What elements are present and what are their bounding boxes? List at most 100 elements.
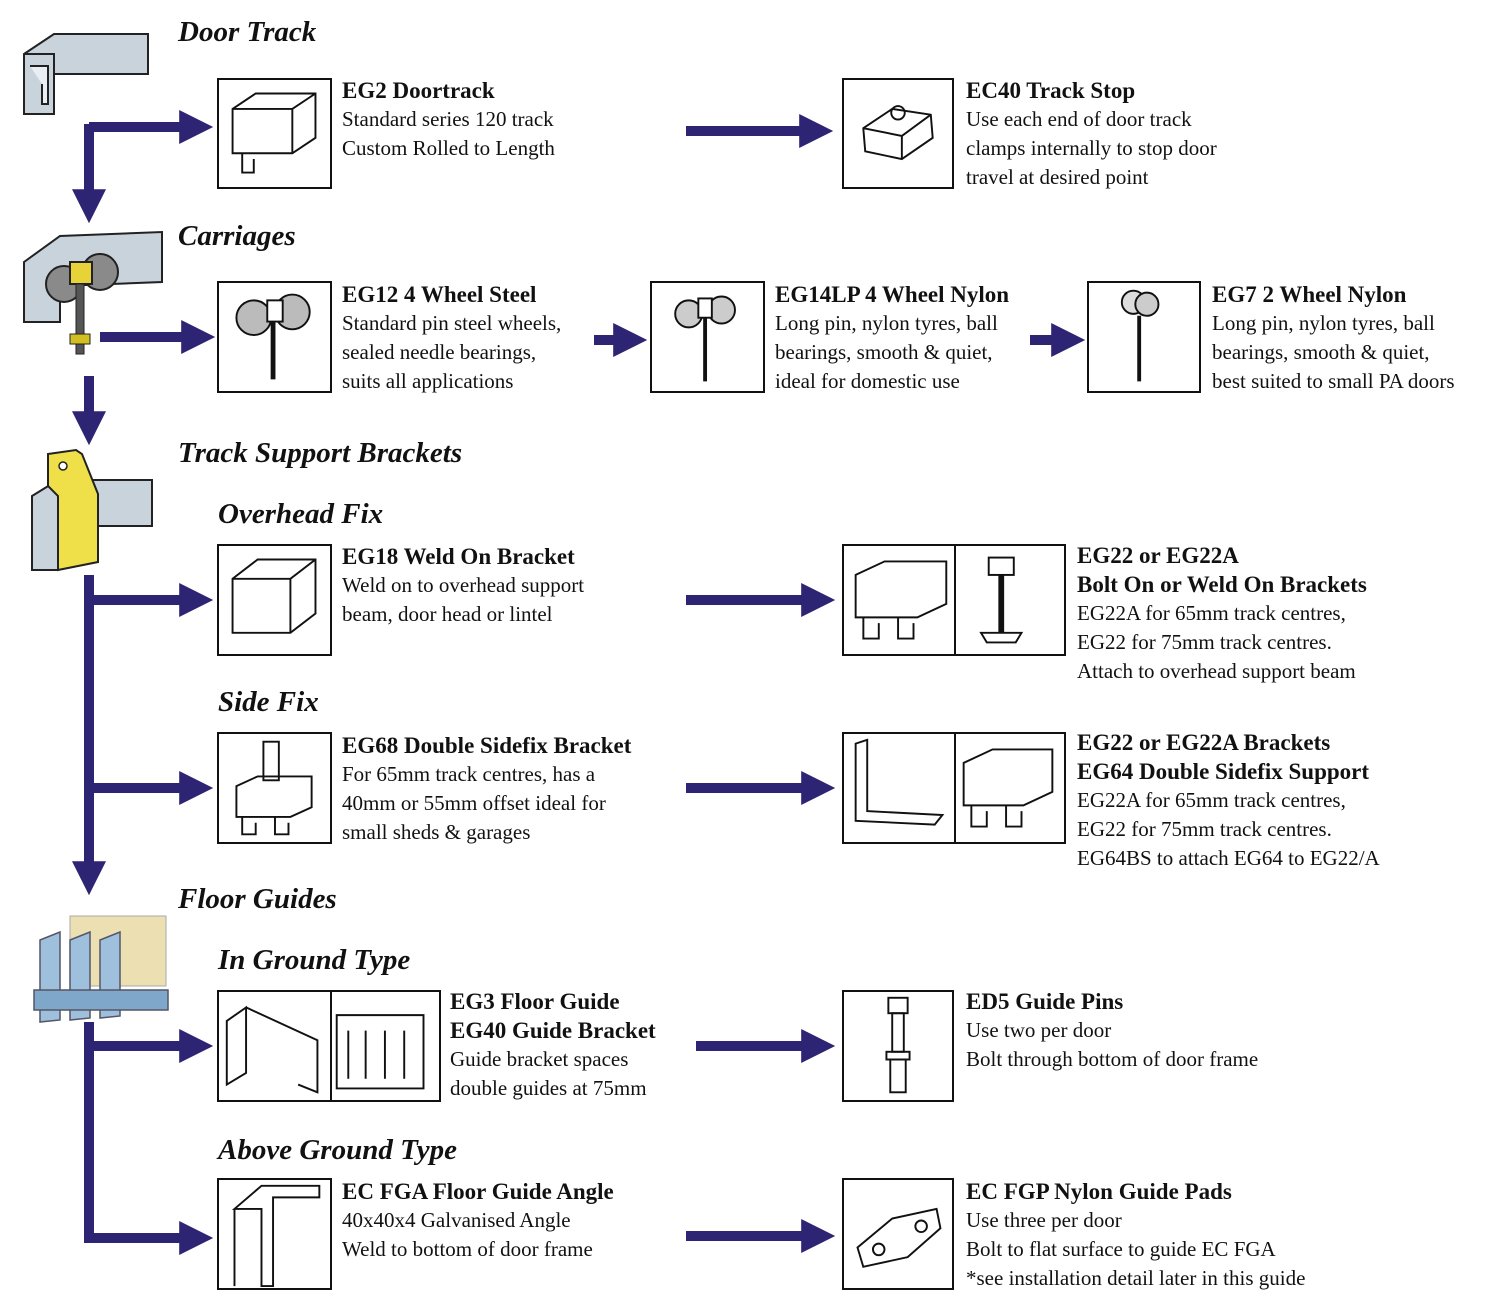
ec40-image — [842, 78, 954, 189]
image-divider — [954, 546, 956, 654]
eg7-line: best suited to small PA doors — [1212, 367, 1455, 396]
heading-in-ground: In Ground Type — [218, 944, 410, 977]
bracket-icon — [18, 446, 158, 576]
ec40-line: clamps internally to stop door — [966, 134, 1217, 163]
ed5-title: ED5 Guide Pins — [966, 987, 1258, 1016]
eg12-image — [217, 281, 332, 393]
eg12-title: EG12 4 Wheel Steel — [342, 280, 561, 309]
eg22-line: EG22 for 75mm track centres. — [1077, 628, 1367, 657]
eg68-title: EG68 Double Sidefix Bracket — [342, 731, 631, 760]
nylon-carriage-icon — [652, 283, 763, 391]
eg3-image — [217, 990, 441, 1102]
eg12-text: EG12 4 Wheel Steel Standard pin steel wh… — [342, 280, 561, 396]
eg22-subtitle: Bolt On or Weld On Brackets — [1077, 570, 1367, 599]
eg2-line: Custom Rolled to Length — [342, 134, 555, 163]
eg2-line: Standard series 120 track — [342, 105, 555, 134]
heading-floor-guides: Floor Guides — [178, 883, 337, 916]
eg64-line: EG22 for 75mm track centres. — [1077, 815, 1380, 844]
eg68-line: For 65mm track centres, has a — [342, 760, 631, 789]
eg18-text: EG18 Weld On Bracket Weld on to overhead… — [342, 542, 584, 629]
eg2-title: EG2 Doortrack — [342, 76, 555, 105]
eg18-image — [217, 544, 332, 656]
heading-door-track: Door Track — [178, 16, 316, 49]
heading-above-ground: Above Ground Type — [218, 1134, 457, 1167]
ecfga-line: Weld to bottom of door frame — [342, 1235, 614, 1264]
eg64-line: EG22A for 65mm track centres, — [1077, 786, 1380, 815]
carriage-icon — [20, 222, 165, 372]
eg12-line: Standard pin steel wheels, — [342, 309, 561, 338]
eg18-title: EG18 Weld On Bracket — [342, 542, 584, 571]
steel-carriage-icon — [219, 283, 330, 391]
guide-pad-icon — [844, 1180, 952, 1288]
eg64-subtitle: EG64 Double Sidefix Support — [1077, 757, 1380, 786]
ec40-line: Use each end of door track — [966, 105, 1217, 134]
eg40-title: EG40 Guide Bracket — [450, 1016, 656, 1045]
track-stop-icon — [844, 80, 952, 187]
eg18-line: Weld on to overhead support — [342, 571, 584, 600]
ed5-image — [842, 990, 954, 1102]
trunk-floor — [89, 1022, 186, 1238]
eg68-line: 40mm or 55mm offset ideal for — [342, 789, 631, 818]
eg14lp-line: bearings, smooth & quiet, — [775, 338, 1009, 367]
floor-guide-icon — [30, 910, 170, 1030]
eg7-text: EG7 2 Wheel Nylon Long pin, nylon tyres,… — [1212, 280, 1455, 396]
eg22-line: EG22A for 65mm track centres, — [1077, 599, 1367, 628]
image-divider — [954, 734, 956, 842]
eg68-text: EG68 Double Sidefix Bracket For 65mm tra… — [342, 731, 631, 847]
eg64-title: EG22 or EG22A Brackets — [1077, 728, 1380, 757]
heading-overhead-fix: Overhead Fix — [218, 498, 383, 531]
ecfga-title: EC FGA Floor Guide Angle — [342, 1177, 614, 1206]
eg3-line: double guides at 75mm — [450, 1074, 656, 1103]
eg7-title: EG7 2 Wheel Nylon — [1212, 280, 1455, 309]
ecfgp-title: EC FGP Nylon Guide Pads — [966, 1177, 1305, 1206]
two-wheel-carriage-icon — [1089, 283, 1199, 391]
eg7-image — [1087, 281, 1201, 393]
eg3-text: EG3 Floor Guide EG40 Guide Bracket Guide… — [450, 987, 656, 1103]
sidefix-bracket-icon — [219, 734, 330, 842]
ecfga-text: EC FGA Floor Guide Angle 40x40x4 Galvani… — [342, 1177, 614, 1264]
heading-carriages: Carriages — [178, 220, 296, 253]
image-divider — [330, 992, 332, 1100]
ecfgp-line: *see installation detail later in this g… — [966, 1264, 1305, 1293]
ecfgp-line: Bolt to flat surface to guide EC FGA — [966, 1235, 1305, 1264]
ec40-line: travel at desired point — [966, 163, 1217, 192]
eg14lp-line: ideal for domestic use — [775, 367, 1009, 396]
ed5-text: ED5 Guide Pins Use two per door Bolt thr… — [966, 987, 1258, 1074]
ecfgp-image — [842, 1178, 954, 1290]
heading-side-fix: Side Fix — [218, 686, 319, 719]
eg12-line: sealed needle bearings, — [342, 338, 561, 367]
ecfgp-line: Use three per door — [966, 1206, 1305, 1235]
eg22-title: EG22 or EG22A — [1077, 541, 1367, 570]
eg64-text: EG22 or EG22A Brackets EG64 Double Sidef… — [1077, 728, 1380, 873]
floor-guide-channel-icon — [219, 992, 439, 1100]
ed5-line: Use two per door — [966, 1016, 1258, 1045]
eg7-line: Long pin, nylon tyres, ball — [1212, 309, 1455, 338]
eg64-image — [842, 732, 1066, 844]
eg22-text: EG22 or EG22A Bolt On or Weld On Bracket… — [1077, 541, 1367, 686]
eg2-text: EG2 Doortrack Standard series 120 track … — [342, 76, 555, 163]
ec40-title: EC40 Track Stop — [966, 76, 1217, 105]
eg14lp-text: EG14LP 4 Wheel Nylon Long pin, nylon tyr… — [775, 280, 1009, 396]
eg22-line: Attach to overhead support beam — [1077, 657, 1367, 686]
eg7-line: bearings, smooth & quiet, — [1212, 338, 1455, 367]
ecfga-line: 40x40x4 Galvanised Angle — [342, 1206, 614, 1235]
eg64-line: EG64BS to attach EG64 to EG22/A — [1077, 844, 1380, 873]
ec40-text: EC40 Track Stop Use each end of door tra… — [966, 76, 1217, 192]
guide-pin-icon — [844, 992, 952, 1100]
track-profile-icon — [219, 80, 330, 187]
eg14lp-line: Long pin, nylon tyres, ball — [775, 309, 1009, 338]
eg3-line: Guide bracket spaces — [450, 1045, 656, 1074]
eg22-image — [842, 544, 1066, 656]
ecfgp-text: EC FGP Nylon Guide Pads Use three per do… — [966, 1177, 1305, 1293]
eg14lp-image — [650, 281, 765, 393]
door-track-icon — [18, 14, 158, 124]
eg68-image — [217, 732, 332, 844]
eg3-title: EG3 Floor Guide — [450, 987, 656, 1016]
ed5-line: Bolt through bottom of door frame — [966, 1045, 1258, 1074]
weld-bracket-icon — [219, 546, 330, 654]
ecfga-image — [217, 1178, 332, 1290]
eg14lp-title: EG14LP 4 Wheel Nylon — [775, 280, 1009, 309]
eg12-line: suits all applications — [342, 367, 561, 396]
heading-track-support: Track Support Brackets — [178, 437, 462, 470]
eg2-image — [217, 78, 332, 189]
